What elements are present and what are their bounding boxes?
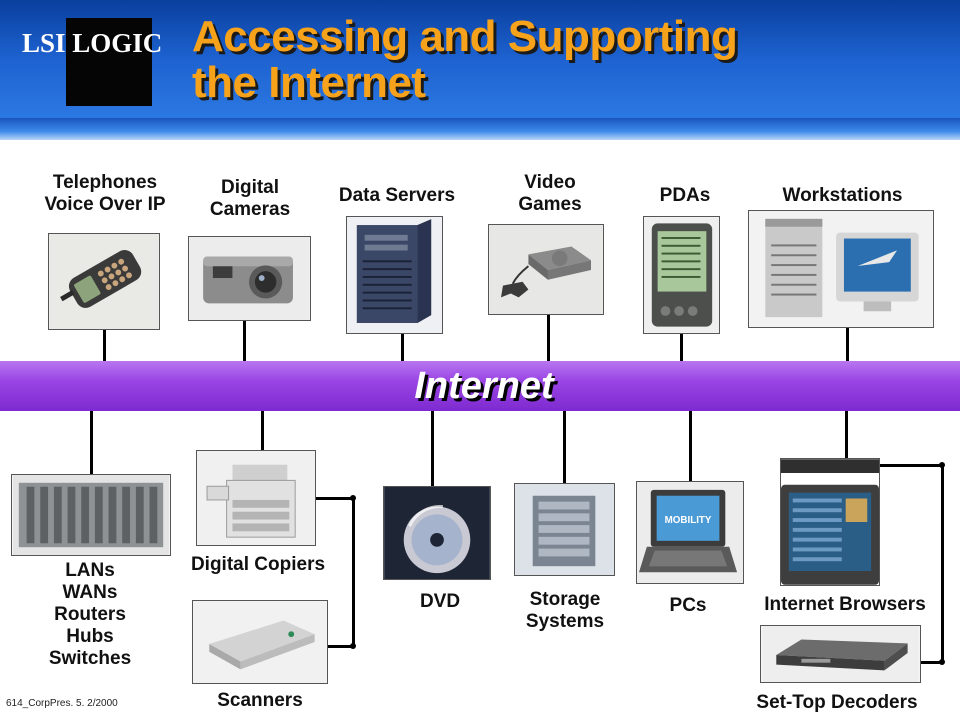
- pda-icon: [643, 216, 720, 334]
- connector-dvd: [431, 411, 434, 486]
- connector-scanner-riser: [352, 497, 355, 647]
- laptop-icon: MOBILITY: [636, 481, 744, 584]
- storage-array-icon: [514, 483, 615, 576]
- connector-cameras: [243, 320, 246, 361]
- network-rack-icon: [11, 474, 171, 556]
- connector-copier-branch: [316, 497, 354, 500]
- label-telephones: Telephones Voice Over IP: [44, 172, 166, 215]
- label-set-top-decoders: Set-Top Decoders: [756, 692, 918, 713]
- connector-pcs: [689, 411, 692, 481]
- title-line-1: Accessing and Supporting: [192, 12, 738, 61]
- digital-camera-icon: [188, 236, 311, 321]
- label-pcs: PCs: [669, 595, 707, 616]
- set-top-box-icon: [760, 625, 921, 683]
- title-line-2: the Internet: [192, 58, 426, 107]
- internet-bus-label: Internet: [414, 365, 554, 407]
- connector-workstations: [846, 328, 849, 361]
- label-digital-copiers: Digital Copiers: [190, 554, 326, 575]
- scanner-icon: [192, 600, 328, 684]
- label-internet-browsers: Internet Browsers: [764, 594, 926, 615]
- connector-dot-copier: [350, 495, 356, 501]
- connector-scanner-branch: [328, 645, 355, 648]
- connector-decoder-branch: [921, 661, 944, 664]
- label-data-servers: Data Servers: [338, 185, 456, 206]
- internet-bus: [0, 361, 960, 411]
- label-dvd: DVD: [419, 591, 461, 612]
- connector-pdas: [680, 334, 683, 361]
- connector-browsers: [845, 411, 848, 458]
- slide-title: Accessing and Supporting the Internet: [192, 14, 832, 106]
- footer-slide-code: 614_CorpPres. 5. 2/2000: [6, 698, 118, 709]
- laptop-screen-text: MOBILITY: [665, 515, 712, 526]
- connector-dot-scanner: [350, 643, 356, 649]
- tv-browser-icon: [780, 458, 880, 586]
- connector-telephones: [103, 330, 106, 361]
- label-lans: LANs WANs Routers Hubs Switches: [48, 560, 132, 669]
- connector-storage: [563, 411, 566, 483]
- connector-decoder-riser: [941, 464, 944, 664]
- cell-phone-icon: [48, 233, 160, 330]
- lsi-logic-logo: LSI LOGIC: [22, 28, 163, 58]
- copier-icon: [196, 450, 316, 546]
- connector-lans: [90, 411, 93, 474]
- header-banner: [0, 0, 960, 130]
- connector-copiers: [261, 411, 264, 450]
- connector-games: [547, 315, 550, 361]
- logo-box: [66, 18, 152, 106]
- connector-dot-decoder: [939, 659, 945, 665]
- connector-browser-branch: [880, 464, 944, 467]
- connector-dot-browser: [939, 462, 945, 468]
- workstation-icon: [748, 210, 934, 328]
- label-digital-cameras: Digital Cameras: [209, 177, 291, 220]
- label-storage-systems: Storage Systems: [525, 589, 605, 632]
- connector-servers: [401, 334, 404, 361]
- game-console-icon: [488, 224, 604, 315]
- header-band: [0, 118, 960, 140]
- label-scanners: Scanners: [217, 690, 303, 711]
- label-video-games: Video Games: [518, 172, 582, 215]
- server-icon: [346, 216, 443, 334]
- label-workstations: Workstations: [782, 185, 903, 206]
- dvd-disc-icon: [383, 486, 491, 580]
- label-pdas: PDAs: [659, 185, 711, 206]
